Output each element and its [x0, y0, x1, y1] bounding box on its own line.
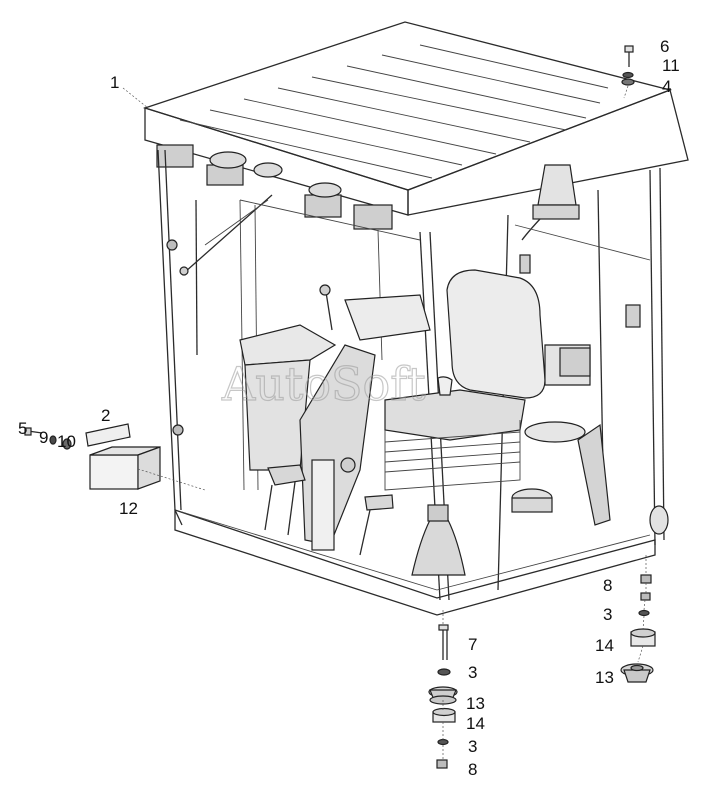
callout-14b: 14 [466, 714, 485, 733]
callout-4: 4 [662, 77, 671, 96]
front-mount-stack [428, 610, 458, 769]
pedals [264, 464, 394, 556]
callout-11: 11 [662, 56, 680, 75]
callout-6: 6 [660, 37, 669, 56]
rear-mount-stack [620, 555, 656, 683]
nut-10 [62, 438, 72, 450]
callout-14a: 14 [595, 636, 614, 655]
operator-seat [384, 269, 591, 491]
callout-10: 10 [57, 432, 76, 451]
callout-5: 5 [18, 419, 27, 438]
washer-9 [49, 435, 57, 445]
callout-7: 7 [468, 635, 477, 654]
cab-roof [142, 21, 689, 216]
lever-boot [411, 504, 466, 576]
roof-ribs [179, 44, 609, 179]
work-lights [156, 144, 393, 230]
rear-right-fittings [511, 421, 669, 535]
callout-12: 12 [119, 499, 138, 518]
callout-3c: 3 [468, 737, 477, 756]
callout-8a: 8 [603, 576, 612, 595]
hinges [166, 239, 641, 436]
roof-fasteners [621, 45, 635, 99]
callout-13a: 13 [595, 668, 614, 687]
callout-1: 1 [110, 73, 119, 92]
callout-leaders [122, 87, 149, 109]
callout-9: 9 [39, 428, 48, 447]
left-exploded-parts [24, 423, 206, 491]
callout-2: 2 [101, 406, 110, 425]
callout-3b: 3 [468, 663, 477, 682]
watermark: AutoSoft [221, 357, 426, 411]
beacon-lamp [521, 164, 580, 241]
callout-8b: 8 [468, 760, 477, 779]
control-console [239, 284, 431, 551]
wiper [179, 194, 273, 356]
callout-13b: 13 [466, 694, 485, 713]
callout-3a: 3 [603, 605, 612, 624]
bolt-5 [24, 427, 43, 436]
callout-numbers: 1 2 5 9 10 12 6 11 4 8 3 14 13 7 3 13 14… [18, 37, 680, 779]
